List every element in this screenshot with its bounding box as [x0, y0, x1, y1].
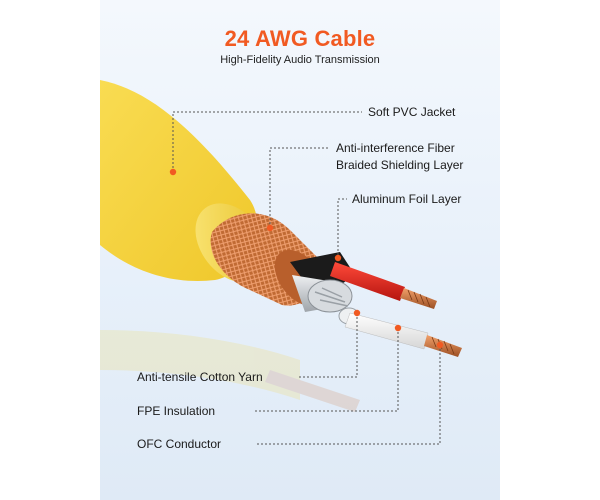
cable-reflection	[100, 330, 360, 412]
label-ofc-conductor: OFC Conductor	[137, 437, 222, 451]
yarn-marker	[353, 309, 361, 317]
label-aluminum-foil: Aluminum Foil Layer	[352, 192, 462, 206]
red-wire	[330, 262, 437, 309]
jacket-marker	[169, 168, 177, 176]
white-wire	[344, 312, 462, 357]
fpe-marker	[394, 324, 402, 332]
shield-marker	[266, 224, 274, 232]
page-title: 24 AWG Cable	[224, 26, 376, 51]
ofc-marker	[436, 341, 444, 349]
label-cotton-yarn: Anti-tensile Cotton Yarn	[137, 370, 263, 384]
label-pvc-jacket: Soft PVC Jacket	[368, 105, 456, 119]
inner-bundle	[290, 252, 360, 325]
cable-illustration	[100, 80, 462, 445]
label-shield-line2: Braided Shielding Layer	[336, 158, 464, 172]
label-shield-line1: Anti-interference Fiber	[336, 141, 455, 155]
callout-markers	[169, 168, 444, 349]
label-fpe-insulation: FPE Insulation	[137, 404, 216, 418]
page-subtitle: High-Fidelity Audio Transmission	[220, 54, 380, 66]
background-panel	[100, 0, 500, 500]
foil-marker	[334, 254, 342, 262]
leader-lines	[172, 111, 441, 445]
